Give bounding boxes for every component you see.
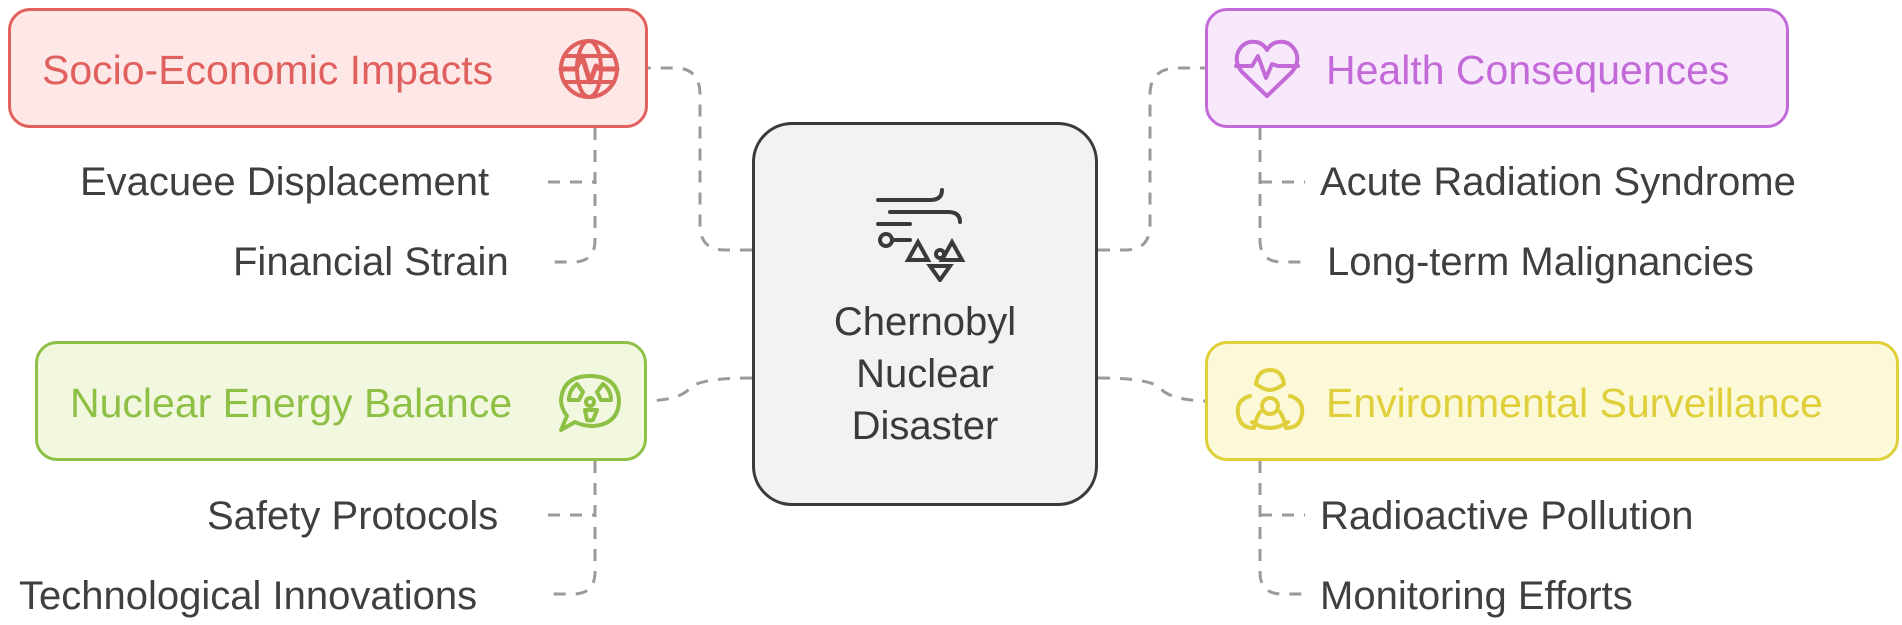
connector-health bbox=[1098, 66, 1205, 252]
branch-label-health: Health Consequences bbox=[1326, 47, 1730, 93]
connector-health-items bbox=[1258, 128, 1305, 264]
branch-socio-economic bbox=[8, 8, 648, 128]
center-title: Chernobyl Nuclear Disaster bbox=[833, 300, 1017, 448]
leaf-evacuee-displacement: Evacuee Displacement bbox=[80, 160, 490, 204]
leaf-radioactive-pollution: Radioactive Pollution bbox=[1320, 494, 1694, 538]
branch-environmental bbox=[1205, 341, 1899, 461]
connector-socio bbox=[648, 66, 752, 252]
heart-pulse-icon bbox=[1234, 39, 1300, 98]
branch-label-socio: Socio-Economic Impacts bbox=[42, 47, 494, 93]
leaf-long-term-malignancies: Long-term Malignancies bbox=[1327, 240, 1754, 284]
leaf-technological-innovations: Technological Innovations bbox=[19, 574, 478, 618]
connector-socio-items bbox=[548, 128, 597, 264]
branch-nuclear-energy bbox=[35, 341, 647, 461]
leaf-financial-strain: Financial Strain bbox=[233, 240, 509, 284]
connector-nuclear bbox=[646, 376, 753, 403]
globe-pulse-icon bbox=[558, 39, 620, 99]
branch-health bbox=[1205, 8, 1789, 128]
biohazard-icon bbox=[1235, 368, 1305, 430]
leaf-monitoring-efforts: Monitoring Efforts bbox=[1320, 574, 1633, 618]
center-node bbox=[752, 122, 1098, 506]
connector-env bbox=[1097, 376, 1206, 403]
branch-label-env: Environmental Surveillance bbox=[1326, 380, 1823, 426]
leaf-safety-protocols: Safety Protocols bbox=[207, 494, 499, 538]
connector-nuclear-items bbox=[548, 461, 597, 596]
branch-label-nuclear: Nuclear Energy Balance bbox=[70, 380, 513, 426]
radiation-speech-bubble-icon bbox=[559, 374, 621, 432]
leaf-acute-radiation-syndrome: Acute Radiation Syndrome bbox=[1320, 160, 1796, 204]
connector-env-items bbox=[1258, 461, 1305, 596]
wind-radiation-icon bbox=[876, 188, 966, 282]
